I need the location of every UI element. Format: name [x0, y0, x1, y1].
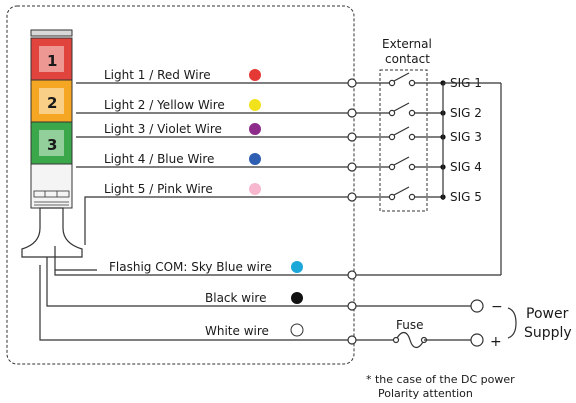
minus-sign: −	[491, 299, 503, 315]
tower-segment-label-1: 1	[47, 52, 57, 70]
tower-enclosure	[6, 5, 355, 365]
fuse-label: Fuse	[396, 318, 424, 332]
white-wire-color-dot	[290, 323, 304, 337]
external-contact-box	[379, 69, 428, 212]
com-wire: Flashig COM: Sky Blue wire	[54, 246, 501, 280]
signal-wire-label-5: Light 5 / Pink Wire	[104, 182, 213, 196]
fuse-symbol	[395, 331, 425, 349]
tower-base-unit	[30, 163, 73, 209]
signal-wire-label-4: Light 4 / Blue Wire	[104, 152, 214, 166]
tower-segment-label-3: 3	[47, 136, 57, 154]
signal-wire-label-2: Light 2 / Yellow Wire	[104, 98, 225, 112]
external-contact-label-line1: External	[382, 37, 432, 51]
power-supply-label-line2: Supply	[524, 325, 572, 341]
signal-label-2: SIG 2	[450, 106, 482, 120]
power-supply-brace	[507, 307, 517, 339]
signal-wire-color-dot-3	[249, 123, 261, 135]
tower-segment-label-2: 2	[47, 94, 57, 112]
white-wire: White wire Fuse	[39, 265, 484, 349]
signal-label-3: SIG 3	[450, 130, 482, 144]
black-wire: Black wire	[46, 265, 484, 313]
power-supply-label-line1: Power	[526, 306, 569, 322]
signal-tower: 1 2 3	[21, 29, 83, 265]
tower-segment-1	[30, 37, 73, 81]
signal-wire-color-dot-2	[249, 99, 261, 111]
signal-label-4: SIG 4	[450, 160, 482, 174]
note-line1: * the case of the DC power	[366, 373, 515, 386]
signal-wire-color-dot-1	[249, 69, 261, 81]
plus-sign: +	[490, 334, 502, 350]
com-wire-label: Flashig COM: Sky Blue wire	[109, 260, 272, 274]
black-wire-label: Black wire	[205, 291, 266, 305]
white-wire-label: White wire	[205, 324, 269, 338]
signal-wire-color-dot-4	[249, 153, 261, 165]
tower-stand	[21, 207, 83, 258]
com-wire-color-dot	[291, 261, 303, 273]
signal-wire-color-dot-5	[249, 183, 261, 195]
black-wire-color-dot	[291, 292, 303, 304]
tower-segment-2	[30, 79, 73, 123]
external-contact-label-line2: contact	[385, 52, 430, 66]
signal-wire-label-1: Light 1 / Red Wire	[104, 68, 211, 82]
note-line2: Polarity attention	[378, 387, 473, 400]
signal-wire-label-3: Light 3 / Violet Wire	[104, 122, 222, 136]
signal-label-5: SIG 5	[450, 190, 482, 204]
